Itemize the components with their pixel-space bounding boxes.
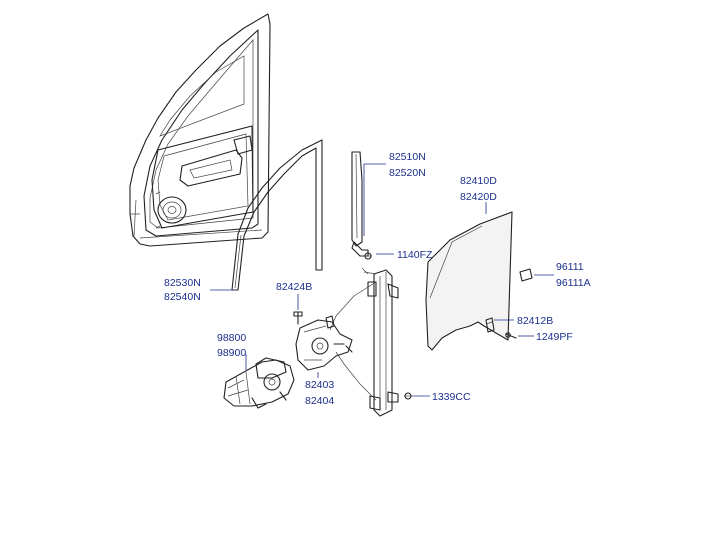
rear-channel xyxy=(351,151,369,257)
label-1140FZ: 1140FZ xyxy=(397,249,433,261)
regulator-screw-icon xyxy=(293,311,303,325)
label-1249PF: 1249PF xyxy=(536,331,573,343)
label-82510N: 82510N xyxy=(389,151,426,163)
label-96111A: 96111A xyxy=(556,277,591,289)
label-98900: 98900 xyxy=(217,347,246,359)
label-82420D: 82420D xyxy=(460,191,497,203)
label-82404: 82404 xyxy=(305,395,334,407)
label-98800: 98800 xyxy=(217,332,246,344)
window-regulator xyxy=(295,267,399,417)
glass-run-channel xyxy=(231,139,323,291)
label-96111: 96111 xyxy=(556,261,584,273)
bolt-icon xyxy=(364,252,372,260)
regulator-motor xyxy=(223,357,295,409)
door-glass xyxy=(425,211,513,351)
label-82530N: 82530N xyxy=(164,277,201,289)
leader-lines xyxy=(210,163,554,397)
label-82520N: 82520N xyxy=(389,167,426,179)
mount-bolt-icon xyxy=(404,392,412,400)
screw-icon xyxy=(505,332,517,339)
label-1339CC: 1339CC xyxy=(432,391,471,403)
label-82410D: 82410D xyxy=(460,175,497,187)
label-82403: 82403 xyxy=(305,379,334,391)
clip-icon xyxy=(519,268,533,282)
label-82412B: 82412B xyxy=(517,315,553,327)
label-82540N: 82540N xyxy=(164,291,201,303)
door-frame xyxy=(129,13,271,247)
callout-labels: 82510N 82520N 82410D 82420D 1140FZ 96111… xyxy=(164,151,591,407)
glass-clip-icon xyxy=(485,317,495,333)
label-82424B: 82424B xyxy=(276,281,312,293)
